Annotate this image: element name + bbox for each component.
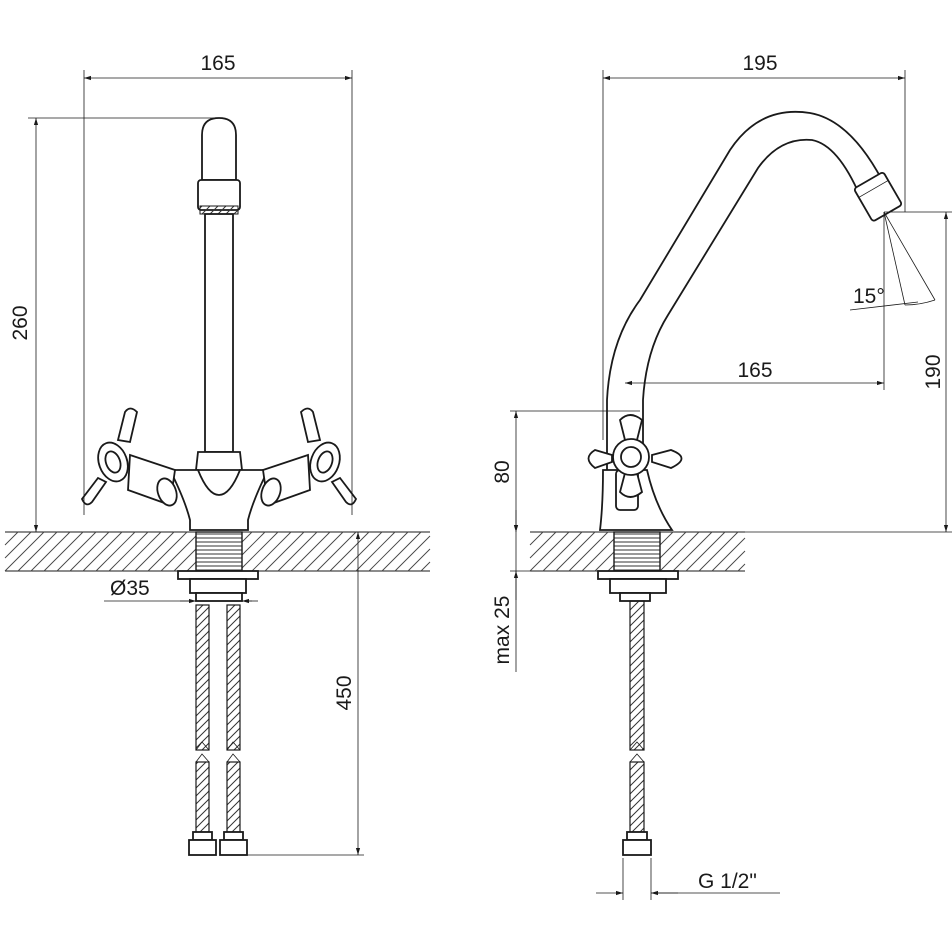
- front-height-dimension: 260: [9, 117, 219, 532]
- side-view-faucet: [587, 111, 903, 856]
- valve-height-label: 80: [491, 460, 514, 483]
- side-reach-label: 195: [742, 52, 777, 75]
- side-reach-dimension: 195: [602, 52, 906, 440]
- countertop-thickness-label: max 25: [491, 596, 514, 665]
- hose-length-dimension: 450: [247, 532, 364, 856]
- front-width-dimension: 165: [83, 52, 353, 515]
- spout-reach-dimension: 165: [625, 212, 885, 390]
- hose-length-label: 450: [333, 675, 356, 710]
- front-width-label: 165: [200, 52, 235, 75]
- spout-height-dimension: 190: [745, 211, 952, 533]
- thread-dimension: G 1/2": [596, 858, 780, 900]
- front-height-label: 260: [9, 305, 32, 340]
- spout-height-label: 190: [922, 354, 945, 389]
- spray-angle-dimension: 15°: [849, 211, 936, 311]
- diameter-dimension: Ø35: [104, 577, 258, 604]
- spray-angle-label: 15°: [853, 285, 885, 308]
- front-view-faucet: [80, 117, 358, 856]
- diameter-label: Ø35: [110, 577, 150, 600]
- countertop-left: [4, 531, 431, 572]
- countertop-thickness-dimension: max 25: [491, 510, 530, 672]
- spout-reach-label: 165: [737, 359, 772, 382]
- thread-label: G 1/2": [698, 870, 757, 893]
